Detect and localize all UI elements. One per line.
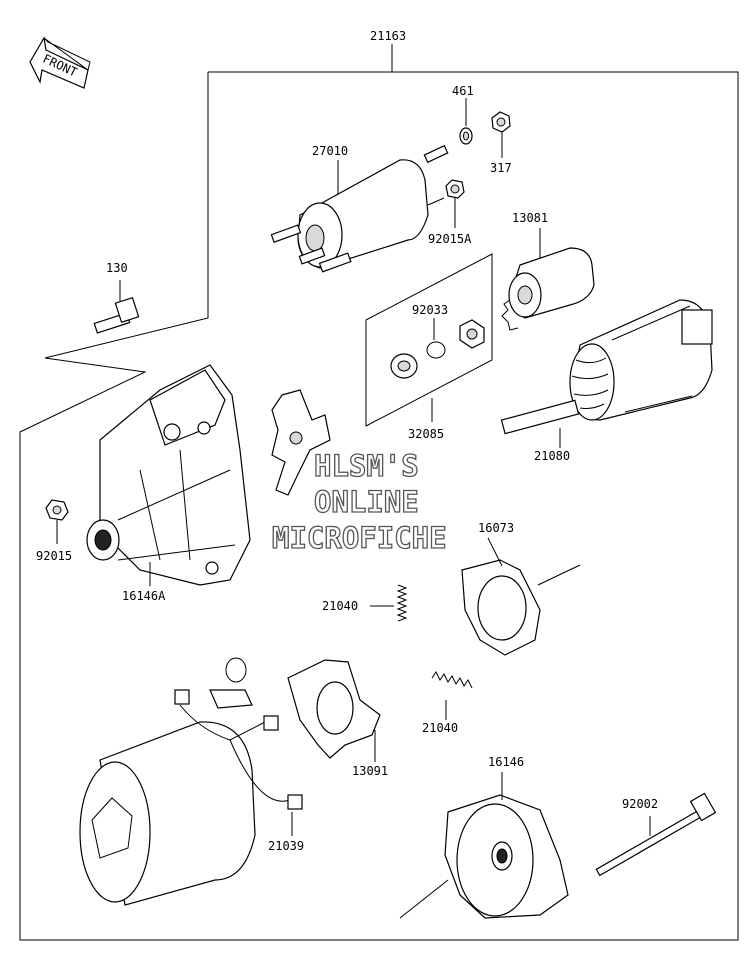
watermark-line-3: MICROFICHE [272, 521, 447, 555]
assembly-number: 21163 [370, 29, 406, 43]
part-label-317: 317 [490, 161, 512, 175]
spring-upper [370, 584, 408, 622]
part-label-461: 461 [452, 84, 474, 98]
part-label-21080: 21080 [534, 449, 570, 463]
watermark-line-2: ONLINE [314, 485, 419, 519]
armature [500, 299, 713, 448]
part-label-13081: 13081 [512, 211, 548, 225]
pinion-kit-parts [390, 318, 485, 422]
part-label-27010: 27010 [312, 144, 348, 158]
brush-plate [461, 537, 581, 656]
part-label-92002: 92002 [622, 797, 658, 811]
drive-housing [86, 364, 251, 586]
part-label-32085: 32085 [408, 427, 444, 441]
shift-lever [271, 389, 331, 496]
part-label-21040-upper: 21040 [322, 599, 358, 613]
assembly-frame [19, 44, 739, 941]
bolt-130 [93, 280, 140, 334]
front-arrow-icon: FRONT [29, 36, 91, 89]
rear-cover [399, 772, 569, 919]
part-label-21040-lower: 21040 [422, 721, 458, 735]
part-label-92015: 92015 [36, 549, 72, 563]
washer-461 [459, 98, 473, 145]
nut-92015 [45, 499, 69, 544]
part-label-16146A: 16146A [122, 589, 166, 603]
part-label-130: 130 [106, 261, 128, 275]
spring-lower [431, 671, 473, 720]
part-label-16146: 16146 [488, 755, 524, 769]
sub-assembly-frame [365, 253, 493, 427]
watermark-line-1: HLSM'S [314, 449, 419, 483]
part-label-13091: 13091 [352, 764, 388, 778]
part-label-21039: 21039 [268, 839, 304, 853]
nut-92015A [427, 179, 465, 228]
part-label-92033: 92033 [412, 303, 448, 317]
yoke-assembly [79, 657, 303, 906]
part-label-16073: 16073 [478, 521, 514, 535]
watermark: HLSM'S ONLINE MICROFICHE [271, 448, 447, 555]
solenoid-switch [270, 144, 449, 273]
part-label-92015A: 92015A [428, 232, 472, 246]
through-bolt [595, 792, 717, 877]
brush-holder [287, 659, 381, 762]
nut-317 [491, 111, 511, 158]
pinion-gear [501, 228, 595, 331]
